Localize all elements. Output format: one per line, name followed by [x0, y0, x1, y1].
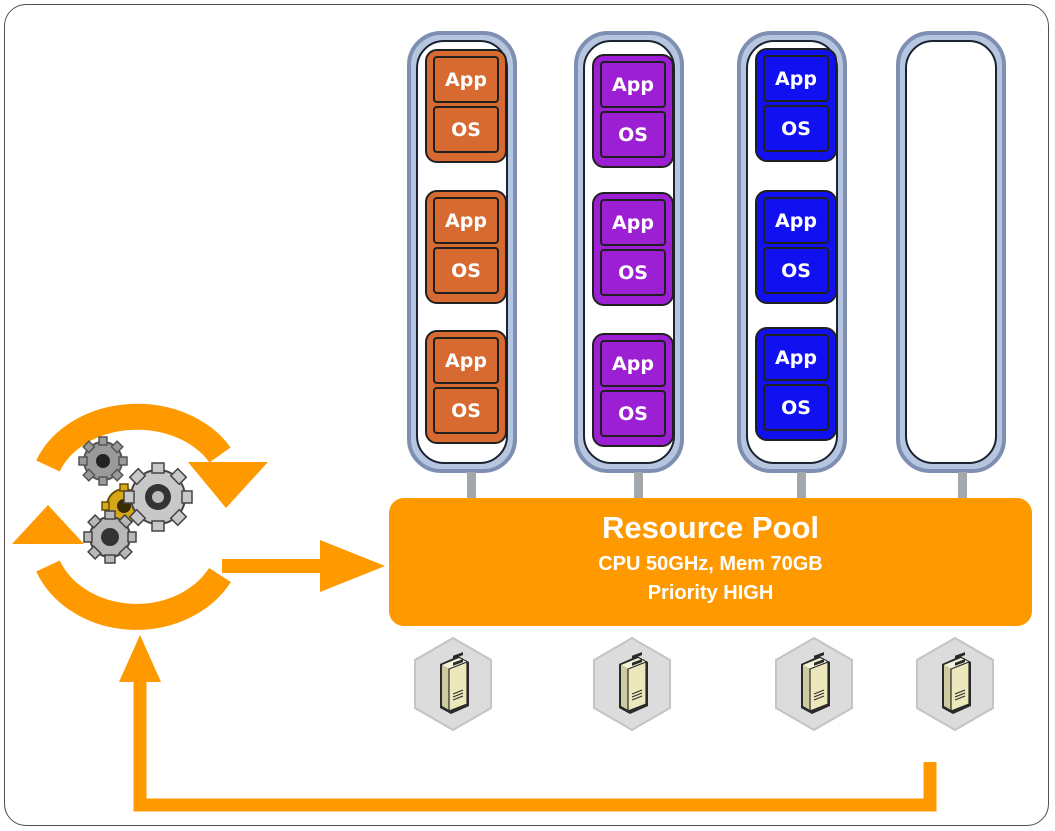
host-2: App OS App OS App OS	[574, 31, 684, 473]
vm-app-label: App	[600, 199, 666, 246]
server-tower-icon	[916, 636, 994, 732]
vm-os-label: OS	[763, 384, 829, 431]
vm-os-label: OS	[600, 111, 666, 158]
pool-title: Resource Pool	[601, 510, 820, 545]
vm-2-2: App OS	[592, 192, 674, 306]
vm-1-2: App OS	[425, 190, 507, 304]
vm-app-label: App	[763, 197, 829, 244]
vm-os-label: OS	[433, 247, 499, 294]
vm-os-label: OS	[600, 249, 666, 296]
feedback-arrow-head	[119, 635, 161, 682]
host-1: App OS App OS App OS	[407, 31, 517, 473]
pool-cpu-mem: CPU 50GHz, Mem 70GB	[598, 553, 823, 575]
resource-pool: Resource Pool CPU 50GHz, Mem 70GB Priori…	[389, 498, 1032, 626]
host-3: App OS App OS App OS	[737, 31, 847, 473]
host-connector	[634, 472, 643, 500]
gears-icon	[78, 436, 193, 564]
host-4	[896, 31, 1006, 473]
cycle-to-pool-arrow-head	[320, 540, 385, 592]
cycle-to-pool-arrow	[222, 559, 332, 573]
host-connector	[958, 472, 967, 500]
vm-os-label: OS	[433, 387, 499, 434]
server-tower-icon	[593, 636, 671, 732]
host-connector	[797, 472, 806, 500]
vm-app-label: App	[763, 55, 829, 102]
vm-1-3: App OS	[425, 330, 507, 444]
vm-2-1: App OS	[592, 54, 674, 168]
vm-os-label: OS	[433, 106, 499, 153]
vm-2-3: App OS	[592, 333, 674, 447]
vm-app-label: App	[433, 337, 499, 384]
pool-priority: Priority HIGH	[647, 582, 774, 604]
vm-app-label: App	[433, 56, 499, 103]
server-tower-icon	[775, 636, 853, 732]
vm-os-label: OS	[600, 390, 666, 437]
host-connector	[467, 472, 476, 500]
server-tower-icon	[414, 636, 492, 732]
vm-3-2: App OS	[755, 190, 837, 304]
vm-app-label: App	[600, 340, 666, 387]
vm-os-label: OS	[763, 105, 829, 152]
feedback-arrow	[133, 670, 937, 812]
vm-1-1: App OS	[425, 49, 507, 163]
vm-3-1: App OS	[755, 48, 837, 162]
vm-os-label: OS	[763, 247, 829, 294]
vm-app-label: App	[600, 61, 666, 108]
vm-3-3: App OS	[755, 327, 837, 441]
vm-app-label: App	[433, 197, 499, 244]
cycle-arrows-icon	[12, 403, 268, 630]
vm-app-label: App	[763, 334, 829, 381]
